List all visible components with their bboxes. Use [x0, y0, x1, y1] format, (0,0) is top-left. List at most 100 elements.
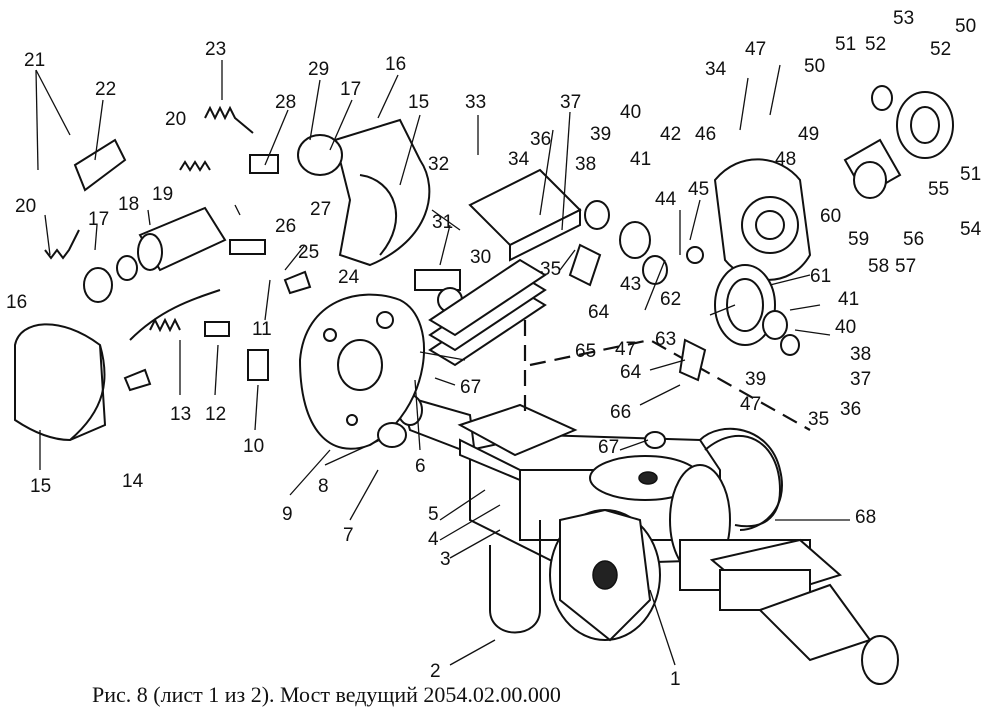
callout-1: 1: [670, 669, 681, 690]
callout-34: 34: [508, 149, 530, 170]
callout-36: 36: [840, 399, 861, 420]
callout-34: 34: [705, 59, 727, 80]
callout-47: 47: [615, 339, 636, 360]
callout-52: 52: [865, 34, 886, 55]
spring-pack: [428, 168, 582, 367]
callout-68: 68: [855, 507, 876, 528]
callout-61: 61: [810, 266, 831, 287]
callout-40: 40: [620, 102, 641, 123]
callout-38: 38: [850, 344, 871, 365]
callout-39: 39: [745, 369, 766, 390]
side-cover-68: [704, 434, 782, 528]
callout-30: 30: [470, 247, 491, 268]
callout-51: 51: [835, 34, 856, 55]
callout-48: 48: [775, 149, 796, 170]
callout-18: 18: [118, 194, 139, 215]
callout-25: 25: [298, 242, 319, 263]
callout-59: 59: [848, 229, 869, 250]
callout-35: 35: [540, 259, 561, 280]
callout-29: 29: [308, 59, 329, 80]
callout-64: 64: [620, 362, 642, 383]
callout-40: 40: [835, 317, 856, 338]
springs: [44, 105, 254, 341]
callout-8: 8: [318, 476, 329, 497]
callout-41: 41: [838, 289, 859, 310]
callout-27: 27: [310, 199, 331, 220]
callout-37: 37: [560, 92, 581, 113]
callout-50: 50: [955, 16, 976, 37]
backing-plate: [298, 293, 425, 450]
callout-66: 66: [610, 402, 631, 423]
differential-carrier: [713, 158, 812, 281]
callout-28: 28: [275, 92, 296, 113]
callout-2: 2: [430, 661, 441, 682]
callout-19: 19: [152, 184, 173, 205]
figure-caption: Рис. 8 (лист 1 из 2). Мост ведущий 2054.…: [92, 682, 561, 707]
callout-49: 49: [798, 124, 819, 145]
callout-20: 20: [165, 109, 186, 130]
callout-53: 53: [893, 8, 914, 29]
callout-3: 3: [440, 549, 451, 570]
callout-14: 14: [122, 471, 144, 492]
callout-36: 36: [530, 129, 551, 150]
callout-24: 24: [338, 267, 360, 288]
u-bolt: [489, 520, 541, 634]
callout-16: 16: [6, 292, 27, 313]
ring-gear: [714, 264, 776, 346]
callout-56: 56: [903, 229, 924, 250]
callout-60: 60: [820, 206, 841, 227]
callout-5: 5: [428, 504, 439, 525]
brake-shoe-upper: [333, 118, 431, 267]
callout-42: 42: [660, 124, 681, 145]
callout-35: 35: [808, 409, 829, 430]
callout-62: 62: [660, 289, 681, 310]
callout-21: 21: [24, 50, 45, 71]
callout-12: 12: [205, 404, 226, 425]
callout-32: 32: [428, 154, 449, 175]
callout-57: 57: [895, 256, 916, 277]
callout-44: 44: [655, 189, 677, 210]
callout-38: 38: [575, 154, 596, 175]
callout-22: 22: [95, 79, 116, 100]
callout-64: 64: [588, 302, 610, 323]
centerline-a: [529, 338, 811, 431]
callout-26: 26: [275, 216, 296, 237]
callout-6: 6: [415, 456, 426, 477]
callout-15: 15: [408, 92, 429, 113]
callout-17: 17: [340, 79, 361, 100]
callout-10: 10: [243, 436, 264, 457]
final-gear-53-54: [843, 85, 954, 199]
callout-11: 11: [252, 319, 272, 340]
callout-63: 63: [655, 329, 676, 350]
callout-46: 46: [695, 124, 716, 145]
callout-20: 20: [15, 196, 36, 217]
callout-7: 7: [343, 525, 354, 546]
callout-41: 41: [630, 149, 651, 170]
callout-47: 47: [745, 39, 766, 60]
callout-13: 13: [170, 404, 191, 425]
callout-17: 17: [88, 209, 109, 230]
callout-37: 37: [850, 369, 871, 390]
callout-23: 23: [205, 39, 226, 60]
callout-4: 4: [428, 529, 439, 550]
callouts: 21 22 20 20 23 28 29 17 16 15 33 37 34 4…: [6, 8, 982, 690]
callout-16: 16: [385, 54, 406, 75]
axle-housing: [397, 393, 899, 685]
callout-54: 54: [960, 219, 982, 240]
callout-65: 65: [575, 341, 596, 362]
callout-50: 50: [804, 56, 825, 77]
callout-47: 47: [740, 394, 761, 415]
callout-31: 31: [432, 212, 453, 233]
callout-58: 58: [868, 256, 889, 277]
callout-55: 55: [928, 179, 949, 200]
callout-67: 67: [460, 377, 481, 398]
callout-45: 45: [688, 179, 709, 200]
brake-shoe-lower: [14, 323, 107, 442]
small-parts: [73, 134, 463, 448]
callout-52: 52: [930, 39, 951, 60]
callout-15: 15: [30, 476, 51, 497]
callout-67: 67: [598, 437, 619, 458]
callout-39: 39: [590, 124, 611, 145]
callout-33: 33: [465, 92, 486, 113]
